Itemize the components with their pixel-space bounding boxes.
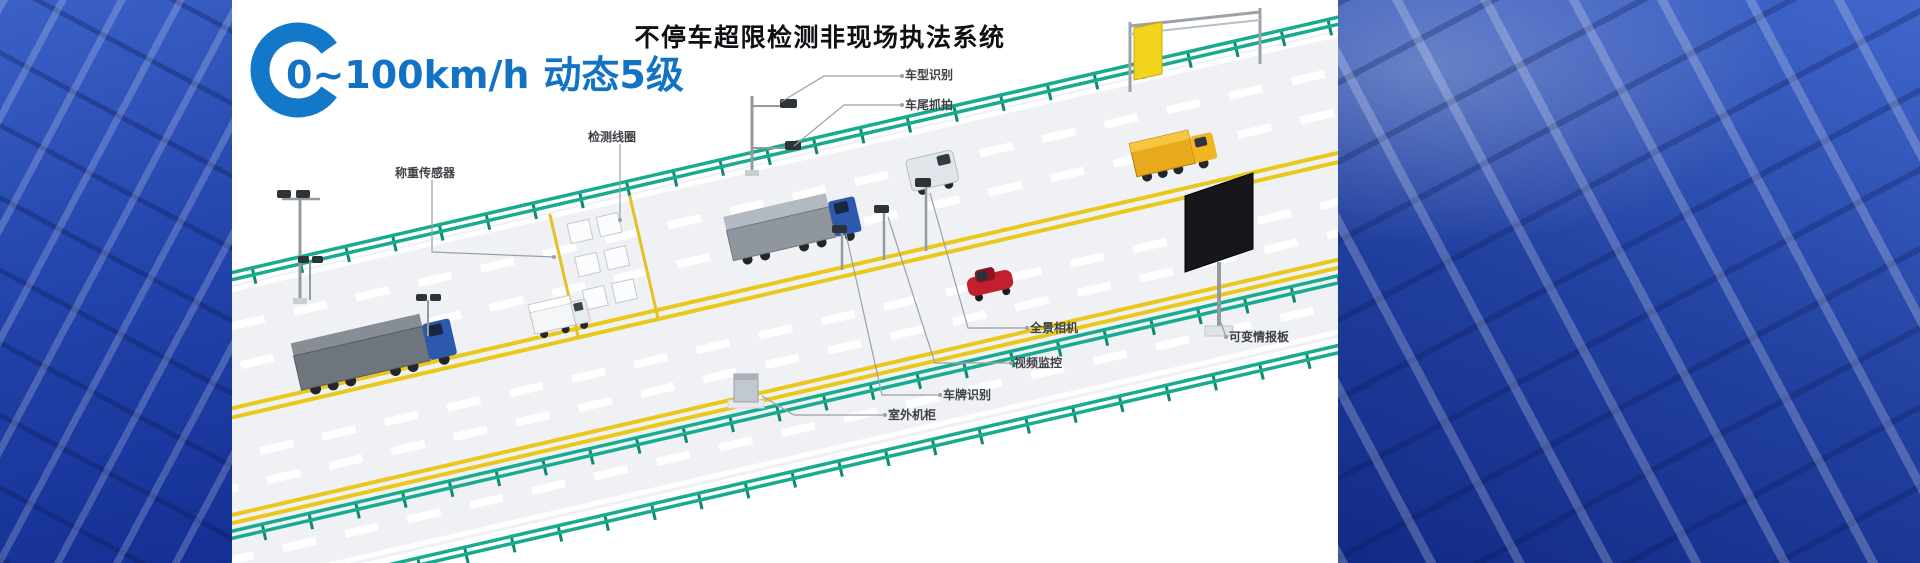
- leader-lines: [431, 75, 1227, 416]
- box-truck: [527, 294, 591, 339]
- road-surface: [232, 0, 1338, 563]
- decor-left-panel: [0, 0, 232, 563]
- lane-dashes: [232, 6, 1338, 563]
- red-car: [966, 267, 1014, 302]
- callout-panoramic-camera: 全景相机: [1030, 321, 1079, 335]
- video-camera-icon: [874, 205, 889, 213]
- guardrails: [232, 0, 1338, 563]
- roadside-sensor-post-1: [298, 256, 323, 300]
- sign-gantry: [1128, 8, 1262, 92]
- decor-right-panel: [1338, 0, 1920, 563]
- leader-dots: [552, 74, 1228, 417]
- roadside-sensor-post-2: [416, 294, 441, 336]
- page-title: 不停车超限检测非现场执法系统: [634, 23, 1006, 52]
- logo-text: 0~100km/h 动态5级: [286, 44, 684, 99]
- camera-icon: [430, 294, 441, 301]
- highway-diagram: [232, 0, 1338, 563]
- camera-icon: [296, 190, 310, 198]
- logo-speed-text: 0~100km/h: [286, 53, 530, 97]
- diagram-area: [232, 0, 1338, 563]
- camera-icon: [312, 256, 323, 263]
- callout-outdoor-cabinet: 室外机柜: [888, 408, 937, 422]
- speed-ring-icon: [250, 22, 337, 118]
- variable-message-sign: [1184, 172, 1254, 337]
- median-camera-poles: [832, 178, 931, 270]
- outdoor-cabinet: [727, 373, 765, 409]
- logo-grade-text: 动态5级: [543, 53, 684, 97]
- road: [232, 0, 1338, 563]
- panoramic-camera-icon: [915, 178, 931, 187]
- camera-icon: [416, 294, 427, 301]
- callout-rear-capture: 车尾抓拍: [905, 98, 954, 112]
- logo: 0~100km/h 动态5级: [246, 16, 686, 128]
- callout-video-surveillance: 视频监控: [1014, 356, 1063, 370]
- callout-plate-recognition: 车牌识别: [943, 388, 992, 402]
- callout-vehicle-type: 车型识别: [905, 68, 954, 82]
- yellow-sign-icon: [1133, 21, 1163, 81]
- camera-icon: [277, 190, 291, 198]
- dump-truck: [1128, 129, 1218, 182]
- detection-coil-strip: [548, 195, 660, 337]
- callout-vms: 可变情报板: [1229, 330, 1290, 344]
- truck-tarp: [290, 313, 457, 395]
- camera-icon: [298, 256, 309, 263]
- callout-weighing-sensor: 称重传感器: [395, 166, 456, 180]
- callout-detection-coil: 检测线圈: [588, 130, 637, 144]
- camera-pole-left: [277, 190, 320, 304]
- plate-camera-icon: [832, 225, 847, 233]
- vehicle-type-camera-icon: [780, 99, 797, 108]
